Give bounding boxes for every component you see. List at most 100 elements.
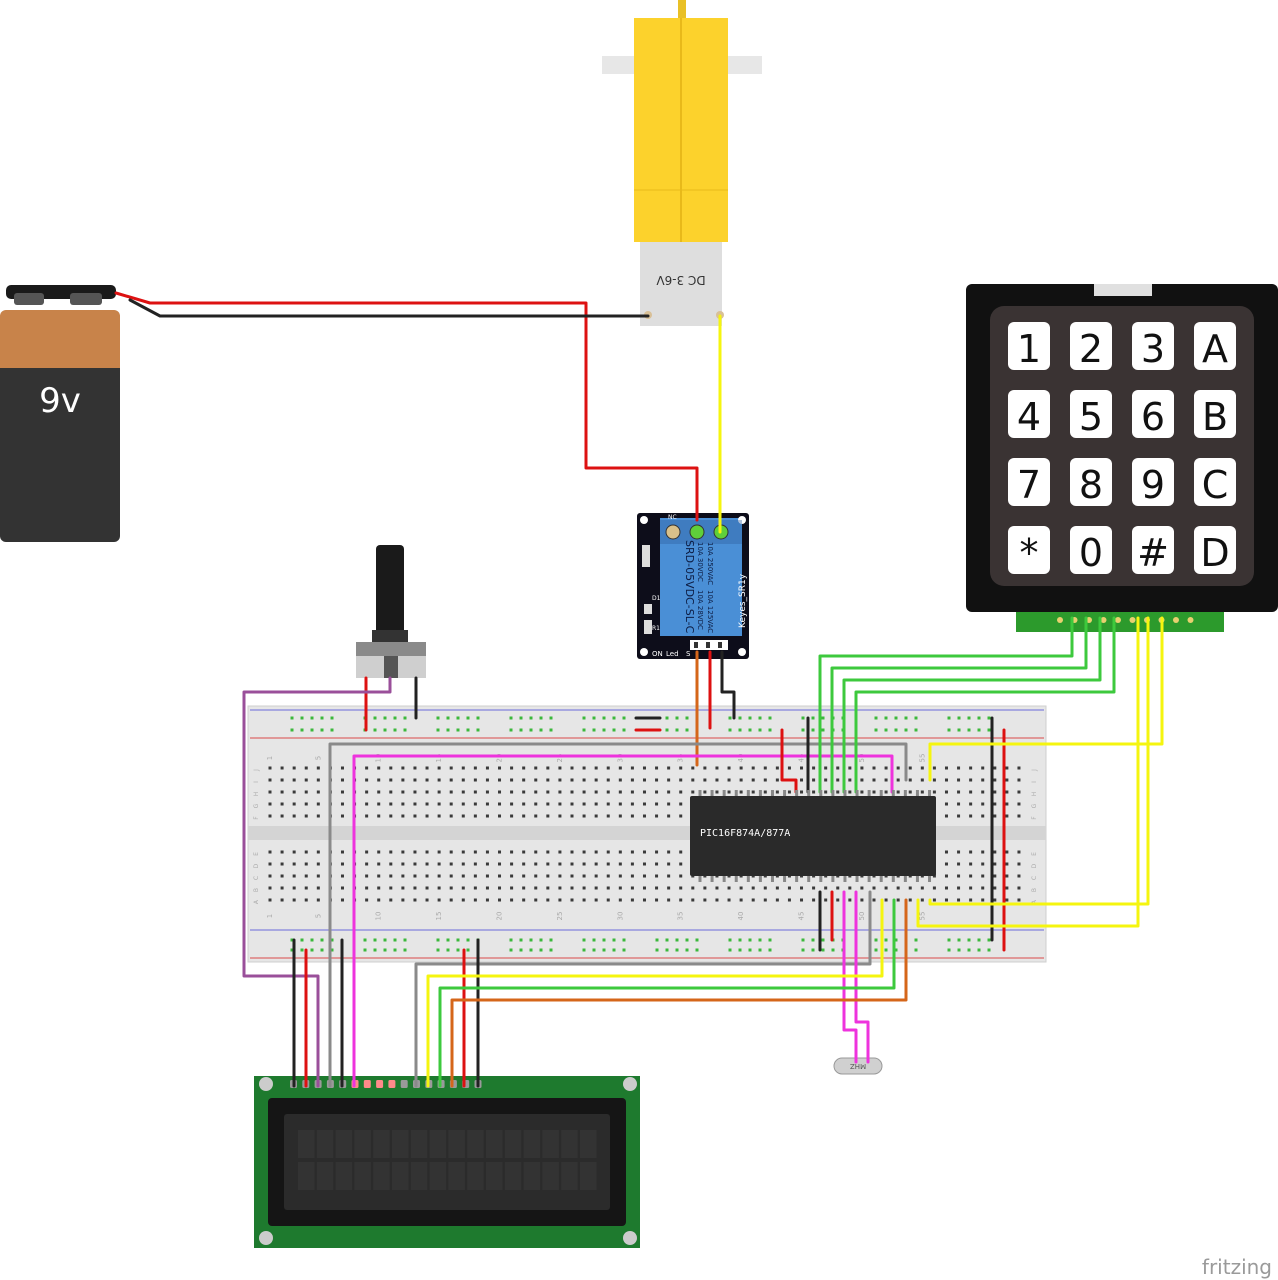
breadboard-hole	[594, 874, 598, 878]
breadboard-hole	[655, 778, 659, 782]
rail-hole	[476, 716, 480, 720]
column-number-top: 15	[435, 754, 443, 763]
breadboard-hole	[413, 814, 417, 818]
rail-hole	[602, 728, 606, 732]
lcd-character-cell	[392, 1130, 409, 1158]
relay-rating-3: 10A 30VDC	[696, 542, 704, 582]
breadboard-hole	[715, 898, 719, 902]
breadboard-hole	[957, 802, 961, 806]
breadboard-hole	[848, 898, 852, 902]
breadboard-hole	[546, 790, 550, 794]
breadboard-hole	[510, 862, 514, 866]
chip-pin	[843, 876, 847, 882]
keypad-key	[1132, 458, 1174, 506]
rail-hole	[456, 938, 460, 942]
breadboard-hole	[316, 766, 320, 770]
breadboard-hole	[787, 766, 791, 770]
row-letter: J	[1031, 769, 1038, 772]
breadboard-hole	[498, 814, 502, 818]
keypad-key	[1132, 526, 1174, 574]
crystal-oscillator: MHZ	[833, 1057, 883, 1075]
breadboard-hole	[546, 766, 550, 770]
breadboard-hole	[775, 778, 779, 782]
rail-hole	[320, 938, 324, 942]
keypad-key-label: D	[1200, 531, 1229, 575]
lcd-character-cell	[429, 1130, 447, 1158]
lcd-pin	[388, 1080, 396, 1088]
breadboard-hole	[461, 802, 465, 806]
rail-hole	[466, 938, 470, 942]
breadboard-hole	[606, 886, 610, 890]
breadboard-hole	[268, 850, 272, 854]
rail-hole	[874, 938, 878, 942]
breadboard-hole	[340, 850, 344, 854]
breadboard-hole	[510, 886, 514, 890]
breadboard-hole	[570, 790, 574, 794]
breadboard-hole	[425, 778, 429, 782]
chip-pin	[843, 790, 847, 796]
rail-hole	[539, 938, 543, 942]
breadboard-hole	[292, 886, 296, 890]
rail-hole	[821, 938, 825, 942]
keypad-pin	[1115, 617, 1121, 623]
row-letter: B	[253, 888, 260, 892]
breadboard-hole	[461, 850, 465, 854]
column-number-bottom: 40	[737, 912, 745, 921]
row-letter: J	[253, 769, 260, 772]
keypad-key-label: B	[1202, 395, 1228, 439]
row-letter: F	[1031, 816, 1038, 820]
breadboard-hole	[787, 886, 791, 890]
rail-hole	[363, 948, 367, 952]
breadboard-hole	[872, 886, 876, 890]
rail-hole	[539, 728, 543, 732]
breadboard-hole	[546, 874, 550, 878]
rail-hole	[801, 938, 805, 942]
breadboard-hole	[860, 766, 864, 770]
breadboard-hole	[485, 874, 489, 878]
breadboard-hole	[316, 778, 320, 782]
breadboard-hole	[969, 886, 973, 890]
keypad-key	[1070, 526, 1112, 574]
chip-pin	[879, 790, 883, 796]
breadboard-hole	[1017, 898, 1021, 902]
breadboard-hole	[389, 886, 393, 890]
rail-hole	[549, 948, 553, 952]
breadboard-hole	[425, 874, 429, 878]
chip-pin	[867, 790, 871, 796]
rail-hole	[748, 948, 752, 952]
rail-hole	[977, 728, 981, 732]
rail-hole	[758, 948, 762, 952]
breadboard-hole	[268, 874, 272, 878]
breadboard-hole	[534, 862, 538, 866]
row-letter: I	[253, 781, 260, 783]
breadboard-hole	[679, 802, 683, 806]
breadboard-hole	[618, 778, 622, 782]
breadboard-hole	[292, 778, 296, 782]
breadboard-hole	[920, 790, 924, 794]
rail-hole	[622, 728, 626, 732]
breadboard-hole	[715, 778, 719, 782]
breadboard-hole	[800, 898, 804, 902]
breadboard-hole	[944, 886, 948, 890]
breadboard-hole	[413, 790, 417, 794]
chip-pin	[903, 790, 907, 796]
breadboard-hole	[389, 802, 393, 806]
rail-hole	[592, 728, 596, 732]
column-number-top: 1	[266, 756, 274, 760]
breadboard-hole	[642, 802, 646, 806]
breadboard-hole	[582, 790, 586, 794]
keypad-key-label: 3	[1141, 327, 1165, 371]
breadboard-hole	[377, 898, 381, 902]
chip-pin	[698, 790, 702, 796]
breadboard-hole	[425, 862, 429, 866]
rail-hole	[728, 728, 732, 732]
rail-hole	[977, 948, 981, 952]
breadboard-hole	[413, 898, 417, 902]
chip-pin	[903, 876, 907, 882]
breadboard-hole	[1017, 862, 1021, 866]
breadboard-hole	[522, 862, 526, 866]
breadboard-hole	[546, 814, 550, 818]
breadboard-hole	[582, 886, 586, 890]
breadboard-hole	[667, 778, 671, 782]
breadboard-hole	[751, 766, 755, 770]
